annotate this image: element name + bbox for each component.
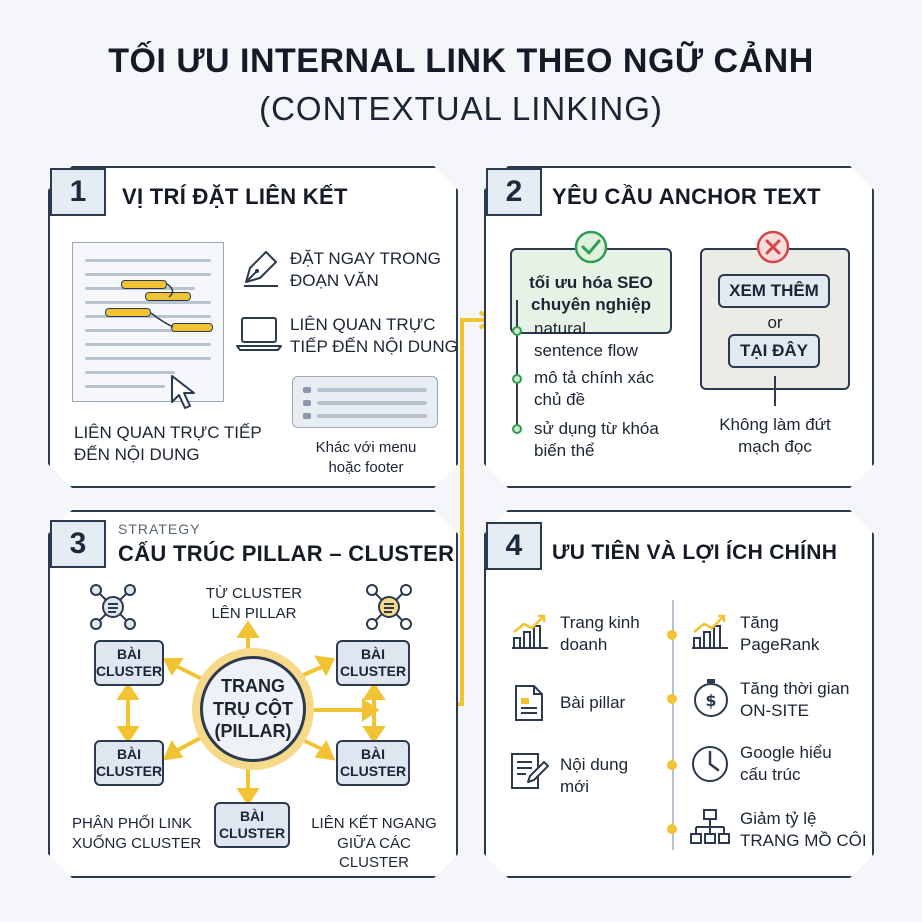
pen-icon <box>244 251 278 287</box>
network-icon <box>90 584 136 630</box>
bullet-dot <box>512 326 522 336</box>
panel-title: VỊ TRÍ ĐẶT LIÊN KẾT <box>122 184 348 209</box>
benefit-dot <box>667 824 677 834</box>
menu-note: Khác với menu hoặc footer <box>315 439 417 476</box>
good-point: sử dụng từ khóa biến thể <box>534 419 659 461</box>
cluster-box: BÀI CLUSTER <box>94 740 164 786</box>
network-icon <box>366 584 412 630</box>
pillar-to-cluster-note: PHÂN PHỐI LINK XUỐNG CLUSTER <box>72 815 202 852</box>
clock-icon <box>692 746 728 782</box>
laptop-icon <box>236 317 282 351</box>
page-title: TỐI ƯU INTERNAL LINK THEO NGỮ CẢNH <box>108 42 814 80</box>
pillar-node: TRANG TRỤ CỘT (PILLAR) <box>200 656 306 762</box>
check-icon <box>574 230 608 264</box>
benefit-item: Tăng thời gian ON-SITE <box>740 679 850 721</box>
panel-priorities-benefits <box>484 510 874 878</box>
edit-icon <box>511 753 549 789</box>
panel-number: 1 <box>50 168 106 216</box>
placement-caption: LIÊN QUAN TRỰC TIẾP ĐẾN NỘI DUNG <box>74 423 262 465</box>
menu-icon <box>292 376 438 428</box>
bad-anchor-example: XEM THÊM <box>718 274 830 308</box>
benefit-item: Tăng PageRank <box>740 613 820 655</box>
cursor-icon <box>171 375 195 409</box>
bad-anchor-or: or <box>767 313 783 332</box>
placement-item-inline: ĐẶT NGAY TRONG ĐOẠN VĂN <box>290 249 441 291</box>
panel-title: YÊU CẦU ANCHOR TEXT <box>552 184 821 209</box>
bullet-dot <box>512 424 522 434</box>
good-point: mô tả chính xác chủ đề <box>534 368 655 410</box>
good-anchor-example: tối ưu hóa SEO chuyên nghiệp <box>529 273 653 315</box>
panel-title: CẤU TRÚC PILLAR – CLUSTER <box>118 541 455 566</box>
article-document <box>72 242 224 402</box>
svg-text:$: $ <box>705 691 716 710</box>
benefit-dot <box>667 630 677 640</box>
panel-title: ƯU TIÊN VÀ LỢI ÍCH CHÍNH <box>552 541 838 564</box>
panel-number: 3 <box>50 520 106 568</box>
bad-caption-line <box>774 376 776 406</box>
bullet-dot <box>512 374 522 384</box>
good-points-line <box>516 300 518 430</box>
panel-number: 4 <box>486 522 542 570</box>
chart-icon <box>512 614 548 649</box>
priority-item: Bài pillar <box>560 693 626 712</box>
growth-icon <box>692 614 728 649</box>
cluster-box: BÀI CLUSTER <box>336 740 410 786</box>
cluster-to-pillar-note: TỪ CLUSTER LÊN PILLAR <box>205 585 303 622</box>
panel-number: 2 <box>486 168 542 216</box>
cluster-box: BÀI CLUSTER <box>214 802 290 848</box>
sitemap-icon <box>690 809 730 844</box>
cluster-box: BÀI CLUSTER <box>94 640 164 686</box>
priority-item: Nội dung mới <box>560 755 629 797</box>
pillar-arrows <box>116 620 386 806</box>
benefit-item: Giảm tỷ lệ TRANG MỒ CÔI <box>740 809 867 851</box>
column-divider <box>672 600 674 850</box>
benefit-dot <box>667 694 677 704</box>
bad-anchor-example: TẠI ĐÂY <box>728 334 820 368</box>
strategy-label: STRATEGY <box>118 521 201 537</box>
good-point: natural sentence flow <box>534 319 638 361</box>
bad-anchor-caption: Không làm đứt mạch đọc <box>719 415 831 457</box>
page-subtitle: (CONTEXTUAL LINKING) <box>259 90 663 127</box>
cross-icon <box>756 230 790 264</box>
cluster-box: BÀI CLUSTER <box>336 640 410 686</box>
benefit-item: Google hiểu cấu trúc <box>740 743 832 785</box>
priority-item: Trang kinh doanh <box>560 613 640 655</box>
timer-icon: $ <box>694 679 728 717</box>
document-icon <box>515 685 543 721</box>
placement-item-relevant: LIÊN QUAN TRỰC TIẾP ĐẾN NỘI DUNG <box>290 315 458 357</box>
benefit-dot <box>667 760 677 770</box>
cross-cluster-note: LIÊN KẾT NGANG GIỮA CÁC CLUSTER <box>311 815 437 871</box>
